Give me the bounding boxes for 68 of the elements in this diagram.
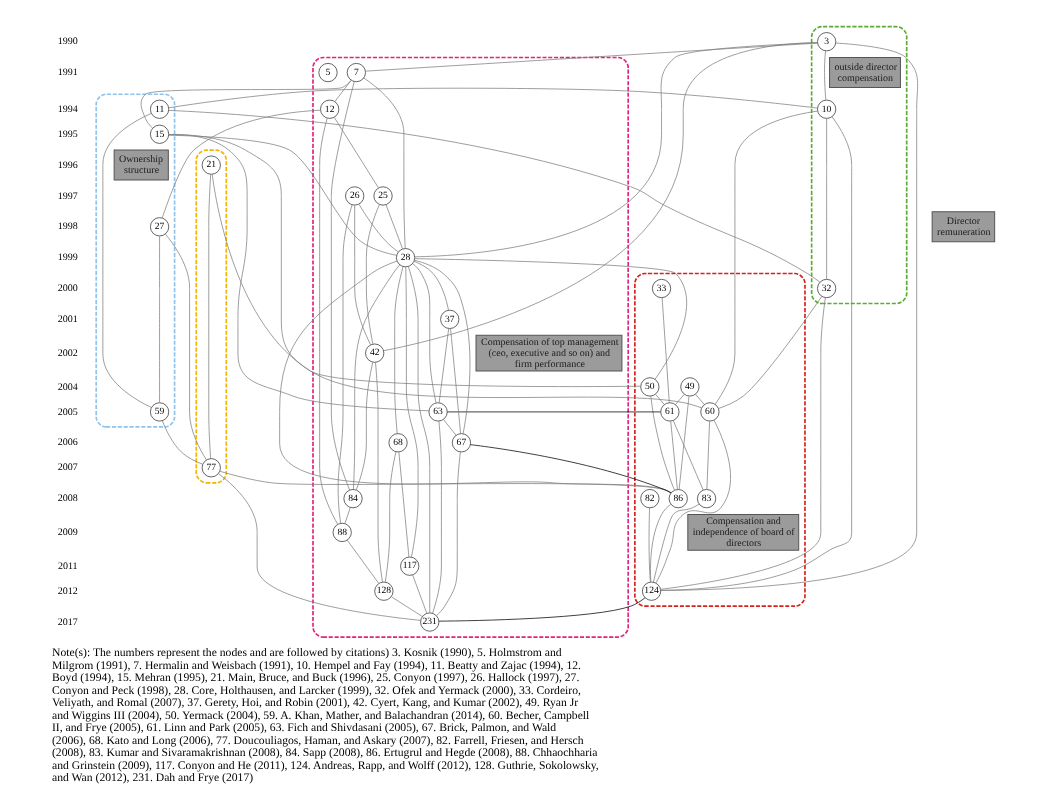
connector bbox=[706, 420, 710, 490]
connector bbox=[384, 451, 397, 583]
connector bbox=[363, 77, 406, 249]
connector bbox=[826, 118, 828, 280]
connector bbox=[432, 420, 442, 614]
connector bbox=[375, 362, 383, 583]
connector bbox=[407, 266, 431, 614]
connector bbox=[695, 394, 705, 405]
connector bbox=[162, 420, 203, 465]
connector bbox=[102, 113, 152, 408]
connector bbox=[824, 50, 827, 101]
connector bbox=[655, 419, 731, 584]
connector bbox=[383, 42, 818, 352]
connector bbox=[436, 451, 461, 617]
connector bbox=[450, 328, 461, 434]
connector bbox=[414, 259, 471, 435]
connector bbox=[165, 233, 207, 461]
connector bbox=[438, 597, 646, 622]
connector bbox=[672, 420, 704, 491]
connector bbox=[353, 264, 400, 490]
connector bbox=[714, 110, 818, 405]
connector bbox=[337, 204, 353, 524]
connector bbox=[718, 296, 823, 409]
connector bbox=[675, 394, 685, 405]
connector bbox=[344, 507, 351, 524]
connector bbox=[678, 396, 690, 490]
connector bbox=[414, 42, 818, 258]
connector bbox=[358, 203, 399, 253]
connector bbox=[354, 204, 372, 346]
connector bbox=[443, 419, 457, 436]
connector bbox=[211, 173, 641, 387]
connector bbox=[391, 596, 423, 617]
connector bbox=[208, 174, 212, 459]
connector bbox=[394, 266, 404, 434]
connector bbox=[413, 260, 449, 311]
connector bbox=[140, 79, 352, 129]
connector bbox=[168, 134, 430, 412]
connector bbox=[168, 110, 821, 283]
connector bbox=[161, 109, 321, 219]
connector bbox=[330, 81, 355, 491]
cluster bbox=[810, 25, 908, 305]
connector bbox=[398, 451, 410, 558]
connector bbox=[405, 266, 419, 558]
cluster bbox=[634, 272, 806, 608]
cluster bbox=[95, 93, 176, 428]
cluster bbox=[312, 56, 630, 638]
connector bbox=[414, 258, 687, 380]
connector bbox=[334, 80, 352, 102]
connector bbox=[650, 395, 675, 491]
connector bbox=[412, 574, 428, 614]
connector bbox=[355, 362, 374, 491]
connector bbox=[385, 204, 403, 250]
connector bbox=[653, 503, 700, 583]
connector bbox=[661, 297, 670, 404]
connector bbox=[438, 328, 450, 404]
connector bbox=[333, 116, 379, 189]
connector bbox=[346, 539, 380, 584]
connector bbox=[159, 235, 160, 403]
connector bbox=[412, 263, 437, 403]
connector bbox=[655, 394, 665, 405]
cluster bbox=[195, 149, 228, 484]
connector bbox=[366, 204, 380, 345]
connector bbox=[319, 118, 338, 525]
connector bbox=[470, 444, 672, 494]
connector bbox=[650, 504, 671, 583]
connector bbox=[168, 87, 818, 109]
connector bbox=[648, 507, 651, 583]
connector bbox=[670, 420, 678, 490]
